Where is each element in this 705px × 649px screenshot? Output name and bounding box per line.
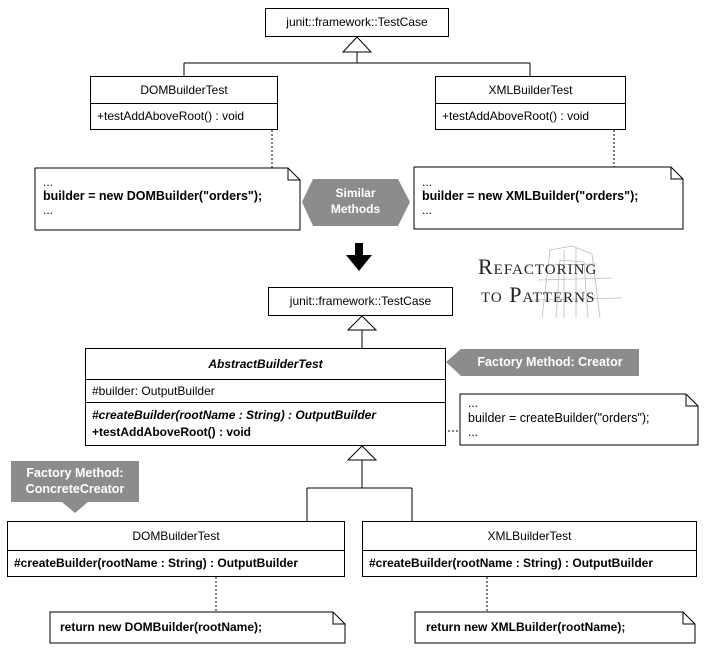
note-shape-abstract bbox=[459, 393, 699, 446]
xml-builder-test-class-bottom: XMLBuilderTest #createBuilder(rootName :… bbox=[362, 521, 697, 577]
class-name: DOMBuilderTest bbox=[140, 83, 228, 97]
logo-line-1: Refactoring bbox=[478, 254, 598, 279]
abstract-builder-test-class: AbstractBuilderTest #builder: OutputBuil… bbox=[85, 348, 446, 446]
note-line: builder = createBuilder("orders"); bbox=[468, 411, 650, 425]
testcase-class-name: junit::framework::TestCase bbox=[289, 294, 432, 308]
class-name: DOMBuilderTest bbox=[132, 529, 220, 543]
label-line: Methods bbox=[330, 202, 381, 216]
dom-builder-test-class-bottom: DOMBuilderTest #createBuilder(rootName :… bbox=[7, 521, 345, 577]
note-shape-dom-bottom bbox=[49, 611, 346, 644]
class-method: +testAddAboveRoot() : void bbox=[436, 103, 625, 129]
class-field: #builder: OutputBuilder bbox=[86, 379, 445, 402]
transformation-arrow-icon bbox=[346, 243, 372, 271]
note-line: builder = new XMLBuilder("orders"); bbox=[422, 189, 639, 203]
note-dom-top: ... builder = new DOMBuilder("orders"); … bbox=[37, 175, 287, 217]
xml-builder-test-class-top: XMLBuilderTest +testAddAboveRoot() : voi… bbox=[435, 76, 626, 130]
class-method-abstract: #createBuilder(rootName : String) : Outp… bbox=[92, 408, 377, 422]
note-xml-bottom: return new XMLBuilder(rootName); bbox=[426, 620, 626, 634]
note-shape-xml-bottom bbox=[414, 611, 696, 644]
inheritance-arrow-abstract bbox=[346, 315, 378, 348]
class-name: XMLBuilderTest bbox=[487, 529, 572, 543]
class-method: +testAddAboveRoot() : void bbox=[92, 425, 251, 439]
inheritance-arrow-bottom bbox=[306, 445, 413, 521]
class-method: +testAddAboveRoot() : void bbox=[91, 103, 277, 129]
refactoring-to-patterns-logo: Refactoring to Patterns bbox=[472, 240, 657, 320]
testcase-class-top: junit::framework::TestCase bbox=[265, 8, 449, 37]
class-name: XMLBuilderTest bbox=[488, 83, 573, 97]
similar-methods-label: Similar Methods bbox=[313, 185, 398, 217]
factory-method-creator-label: Factory Method: Creator bbox=[461, 349, 639, 376]
note-line: ... bbox=[468, 425, 479, 439]
note-line: ... bbox=[43, 203, 54, 217]
testcase-class-name: junit::framework::TestCase bbox=[286, 15, 428, 29]
note-abstract: ... builder = createBuilder("orders"); .… bbox=[462, 396, 687, 439]
note-line: ... bbox=[468, 396, 479, 410]
note-line: ... bbox=[43, 175, 54, 189]
class-method: #createBuilder(rootName : String) : Outp… bbox=[363, 550, 696, 576]
note-shape-xml-top bbox=[413, 166, 684, 230]
testcase-class-bottom: junit::framework::TestCase bbox=[268, 287, 453, 316]
note-dom-bottom: return new DOMBuilder(rootName); bbox=[60, 620, 263, 634]
inheritance-arrow-top bbox=[183, 36, 531, 76]
note-line: ... bbox=[422, 175, 433, 189]
class-method: #createBuilder(rootName : String) : Outp… bbox=[8, 550, 344, 576]
label-line: ConcreteCreator bbox=[25, 482, 125, 496]
logo-sketch bbox=[531, 245, 623, 319]
class-methods: #createBuilder(rootName : String) : Outp… bbox=[86, 402, 445, 441]
logo-line-2: to Patterns bbox=[481, 282, 596, 307]
factory-method-concrete-creator-label: Factory Method: ConcreteCreator bbox=[11, 465, 139, 497]
class-name: AbstractBuilderTest bbox=[208, 357, 323, 371]
note-line: ... bbox=[422, 203, 433, 217]
label-line: Factory Method: bbox=[26, 466, 124, 480]
label-line: Similar bbox=[335, 186, 376, 200]
note-shape-dom-top bbox=[34, 167, 301, 231]
note-line: builder = new DOMBuilder("orders"); bbox=[43, 189, 263, 203]
dom-builder-test-class-top: DOMBuilderTest +testAddAboveRoot() : voi… bbox=[90, 76, 278, 130]
note-xml-top: ... builder = new XMLBuilder("orders"); … bbox=[416, 175, 671, 217]
